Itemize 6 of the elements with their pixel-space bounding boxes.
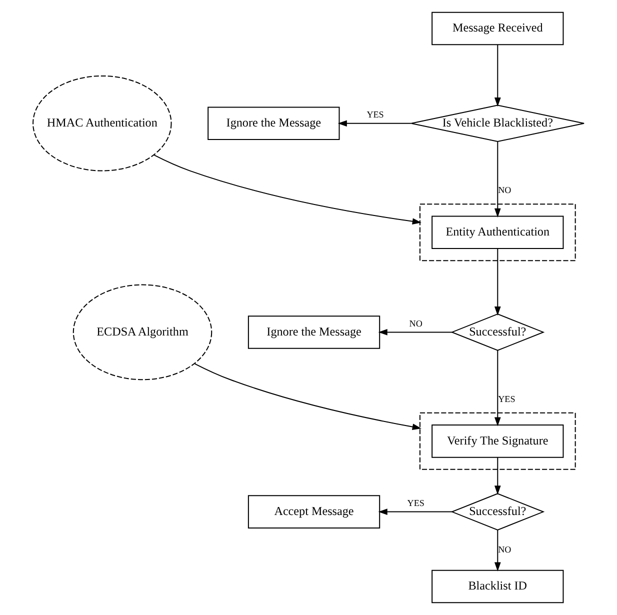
edge-label: YES bbox=[407, 498, 424, 508]
edge-label: YES bbox=[366, 110, 384, 120]
edge-label: NO bbox=[498, 544, 512, 554]
edge-label: NO bbox=[409, 318, 422, 328]
edge-label: NO bbox=[498, 185, 512, 196]
edge-label: YES bbox=[498, 394, 516, 404]
